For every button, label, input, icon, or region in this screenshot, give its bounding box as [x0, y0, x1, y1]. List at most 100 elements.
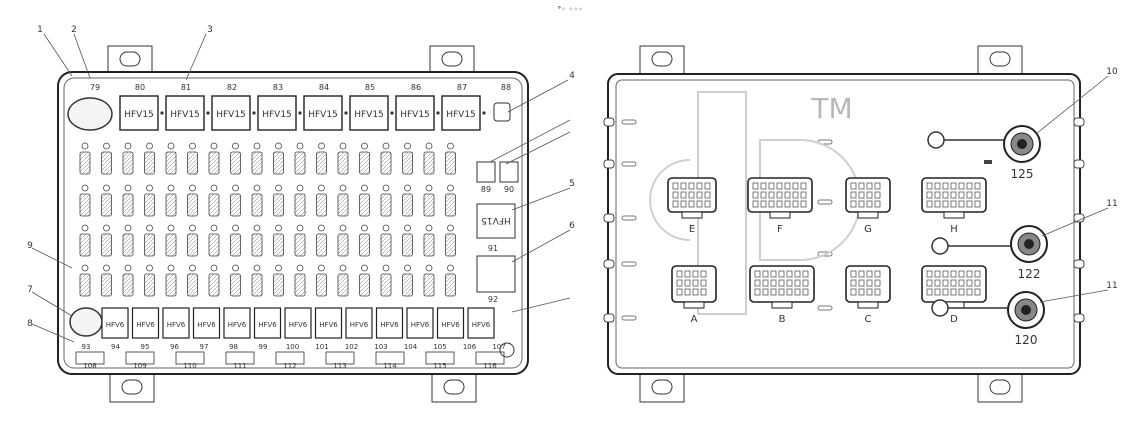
connector-pin	[794, 279, 801, 287]
connector-latch	[857, 301, 879, 309]
relay-hfv6	[162, 307, 190, 339]
fuse-contact	[167, 264, 175, 272]
relay-label: HFV15	[308, 110, 338, 120]
position-number: 88	[501, 83, 511, 92]
connector-pin	[950, 288, 957, 296]
relay-hfv6	[101, 307, 129, 339]
connector-pin	[696, 191, 703, 199]
connector-pin	[776, 182, 783, 190]
relay-label: HFV15	[400, 110, 430, 120]
position-number: 104	[404, 343, 418, 351]
position-number: 81	[181, 83, 191, 92]
connector-label: F	[777, 224, 783, 235]
fuse-contact	[447, 142, 454, 150]
fuse-contact	[210, 224, 218, 232]
fuse	[423, 151, 435, 175]
fuse-contact	[425, 184, 433, 192]
connector-pin	[688, 191, 695, 199]
fuse	[423, 193, 435, 217]
fuse-contact	[425, 264, 433, 272]
position-number: 101	[315, 343, 328, 351]
fuse	[316, 273, 327, 297]
connector-pin	[934, 288, 941, 296]
relay-hfv15	[119, 95, 159, 131]
connector-pin	[776, 200, 783, 208]
fuse-contact	[361, 264, 368, 272]
connector-pin	[858, 279, 865, 287]
fuse	[251, 193, 263, 217]
connector-pin	[800, 182, 807, 190]
position-number: 97	[200, 343, 209, 351]
relay-hfv6	[192, 307, 221, 339]
relay-label: HFV6	[289, 321, 308, 329]
fuse	[337, 193, 349, 217]
connector-pin	[950, 182, 957, 190]
fuse-contact	[275, 184, 282, 192]
connector-pin	[684, 279, 691, 287]
connector-pin	[950, 200, 957, 208]
fuse-contact	[382, 224, 390, 232]
connector-pin	[802, 279, 809, 287]
connector-label: A	[691, 314, 698, 325]
connector-pin	[700, 270, 707, 278]
relay-hfv6	[467, 307, 495, 339]
connector-pin	[966, 270, 973, 278]
fuse	[122, 193, 134, 217]
connector-pin	[800, 191, 807, 199]
connector-pin	[704, 191, 711, 199]
fuse	[187, 233, 198, 257]
fuse-contact	[361, 142, 368, 150]
slot	[817, 305, 833, 311]
fuse	[380, 233, 392, 257]
fuse	[165, 273, 177, 297]
relay-pin	[390, 111, 394, 115]
side-clip	[603, 213, 615, 223]
relay-label: HFV6	[228, 321, 247, 329]
oval-fuse	[67, 97, 113, 131]
position-number: 114	[383, 362, 397, 370]
connector-pin	[700, 288, 707, 296]
connector-pin	[768, 191, 775, 199]
position-number: 84	[319, 83, 329, 92]
relay-pin	[436, 111, 440, 115]
relay-hfv15	[257, 95, 297, 131]
fuse	[79, 151, 91, 175]
fuse-contact	[275, 264, 282, 272]
fuse	[380, 273, 392, 297]
fuse-contact	[232, 184, 239, 192]
connector-pin	[760, 182, 767, 190]
position-number: 107	[492, 343, 505, 351]
relay-label: HFV6	[472, 321, 491, 329]
fuse-contact	[404, 224, 411, 232]
connector-pin	[850, 288, 857, 296]
position-number: 108	[83, 362, 96, 370]
side-relay-large	[476, 255, 516, 293]
fuse-contact	[167, 142, 175, 150]
connector-pin	[966, 279, 973, 287]
side-clip	[603, 259, 615, 269]
relay-label: HFV6	[106, 321, 125, 329]
relay-pin	[298, 111, 302, 115]
side-relay-large	[476, 203, 516, 239]
fuse-contact	[124, 142, 132, 150]
fuse	[359, 193, 370, 217]
round-port	[927, 125, 1041, 164]
connector-pin	[752, 191, 759, 199]
side-number: 91	[488, 244, 498, 253]
connector-pin	[704, 200, 711, 208]
fuse-contact	[382, 142, 390, 150]
position-number: 98	[229, 343, 238, 351]
relay-label: HFV6	[350, 321, 369, 329]
connector-pin	[692, 279, 699, 287]
position-number: 112	[283, 362, 296, 370]
fuse-holder	[375, 351, 405, 365]
callout-number: 9	[27, 241, 33, 251]
callout-number: 6	[569, 221, 575, 231]
connector-pin	[942, 182, 949, 190]
callout-number: 8	[27, 319, 33, 329]
relay-label: HFV6	[167, 321, 186, 329]
side-relay	[499, 161, 519, 183]
connector-pin	[874, 288, 881, 296]
connector-pin	[700, 279, 707, 287]
